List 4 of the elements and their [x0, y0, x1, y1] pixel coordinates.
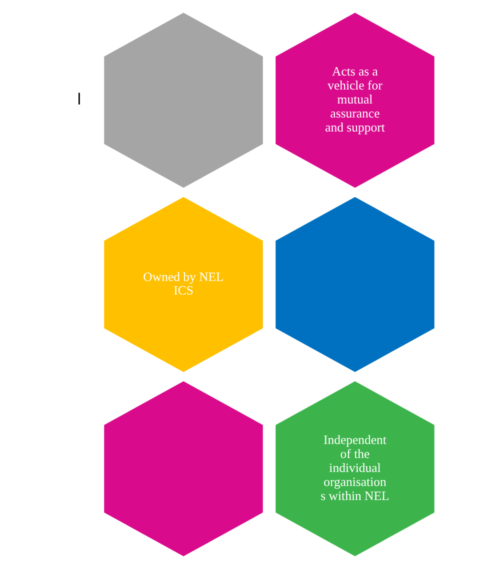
node-hexagon	[104, 12, 263, 188]
label: l	[77, 90, 82, 109]
node-hexagon	[104, 381, 263, 556]
node-hexagon	[276, 197, 434, 372]
